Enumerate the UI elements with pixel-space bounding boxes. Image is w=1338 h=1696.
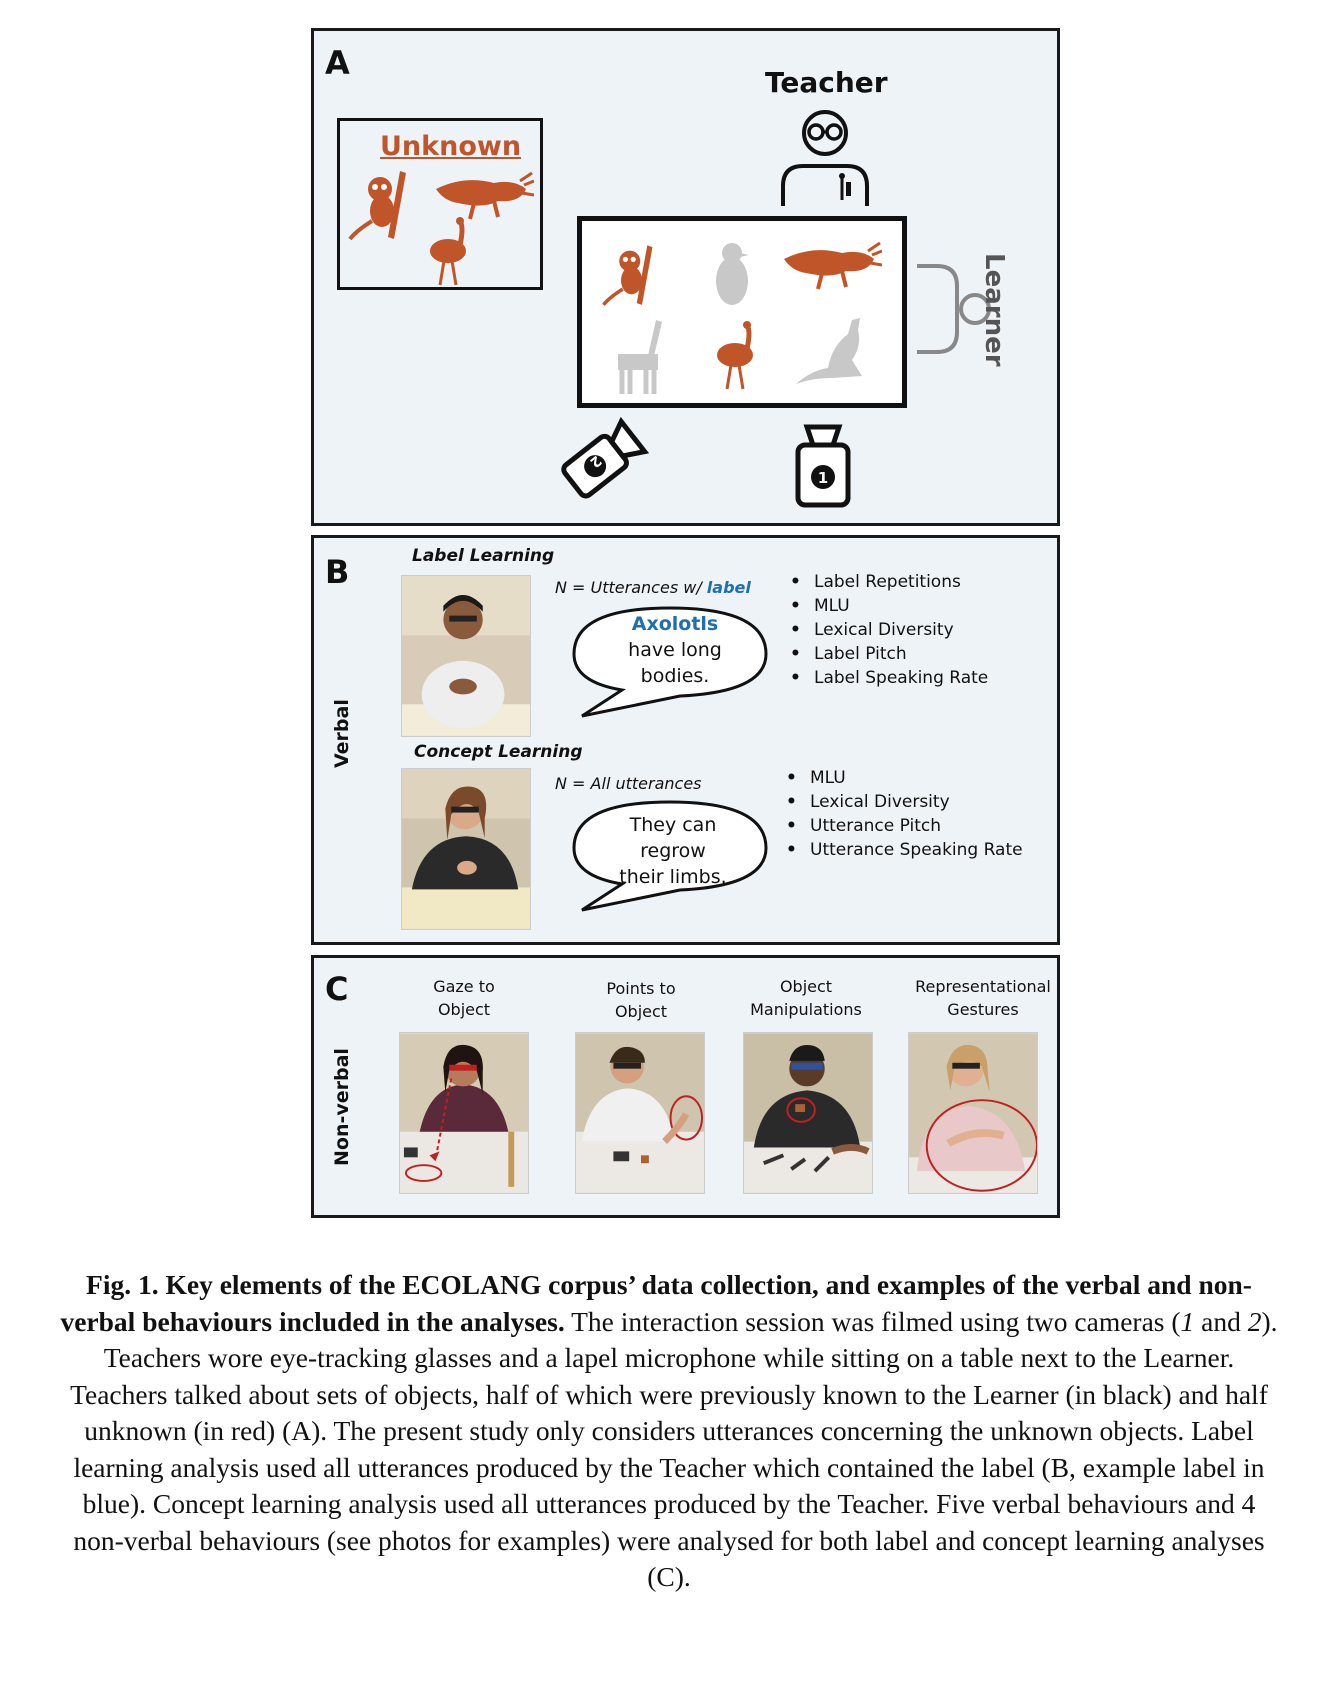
- label-highlight: label: [706, 578, 751, 597]
- unknown-label: Unknown: [380, 131, 522, 162]
- concept-measures-list: MLU Lexical Diversity Utterance Pitch Ut…: [786, 766, 1023, 862]
- caption-text-2: and: [1194, 1305, 1248, 1337]
- teacher-photo-label-learning: [401, 575, 531, 737]
- list-item: Lexical Diversity: [786, 790, 1023, 814]
- caption-cam1: 1: [1180, 1305, 1195, 1337]
- behaviour-line2: Gestures: [947, 1000, 1019, 1019]
- list-item: Label Pitch: [790, 642, 988, 666]
- verbal-side-label: Verbal: [331, 699, 353, 768]
- camera-icon: 1: [795, 424, 851, 508]
- bubble-concept-text: They can regrow their limbs.: [588, 812, 758, 890]
- photo-representational-gestures: [908, 1032, 1038, 1194]
- kangaroo-icon: [796, 318, 862, 384]
- bubble-label-line3: bodies.: [640, 665, 710, 687]
- learner-label: Learner: [979, 253, 1009, 367]
- tarsier-icon: [348, 171, 406, 241]
- list-item: Label Repetitions: [790, 570, 988, 594]
- behaviour-title-manipulations: Object Manipulations: [726, 975, 886, 1021]
- concept-learning-title: Concept Learning: [414, 742, 583, 762]
- list-item: MLU: [786, 766, 1023, 790]
- axolotl-icon: [436, 171, 534, 220]
- panel-a-label: A: [325, 44, 350, 82]
- list-item: Utterance Speaking Rate: [786, 838, 1023, 862]
- panel-c-label: C: [325, 970, 349, 1008]
- list-item: Utterance Pitch: [786, 814, 1023, 838]
- penguin-icon: [716, 243, 749, 305]
- tarsier-icon: [602, 245, 653, 306]
- label-measures-list: Label Repetitions MLU Lexical Diversity …: [790, 570, 988, 690]
- learner-icon: [917, 264, 991, 354]
- caption-cam2: 2: [1247, 1305, 1262, 1337]
- list-item: Label Speaking Rate: [790, 666, 988, 690]
- bubble-concept-line1: They can: [629, 814, 717, 836]
- behaviour-line1: Points to: [606, 979, 676, 998]
- photo-points-to-object: [575, 1032, 705, 1194]
- behaviour-title-gestures: Representational Gestures: [893, 975, 1073, 1021]
- unknown-objects-box: Unknown: [337, 118, 543, 290]
- teacher-icon: [781, 110, 869, 206]
- bubble-concept-line2: regrow: [640, 840, 706, 862]
- bubble-label-word: Axolotls: [631, 613, 719, 635]
- list-item: MLU: [790, 594, 988, 618]
- behaviour-title-points: Points to Object: [561, 977, 721, 1023]
- teacher-photo-concept-learning: [401, 768, 531, 930]
- emu-icon: [430, 217, 466, 286]
- teacher-label: Teacher: [765, 66, 888, 99]
- list-item: Lexical Diversity: [790, 618, 988, 642]
- caption-text-3: ). Teachers wore eye-tracking glasses an…: [70, 1305, 1278, 1593]
- behaviour-line2: Object: [437, 1000, 491, 1019]
- panel-b-label: B: [325, 553, 350, 591]
- concept-learning-n: N = All utterances: [555, 774, 702, 793]
- behaviour-line1: Object: [779, 977, 833, 996]
- behaviour-line1: Gaze to: [433, 977, 495, 996]
- label-learning-n: N = Utterances w/ label: [555, 578, 751, 597]
- photo-object-manipulations: [743, 1032, 873, 1194]
- camera-1-number: 1: [818, 469, 828, 487]
- photo-gaze-to-object: [399, 1032, 529, 1194]
- speech-bubble-label: [572, 606, 768, 718]
- camera-icon: 2: [561, 416, 650, 499]
- giraffe-icon: [618, 320, 662, 394]
- axolotl-icon: [784, 241, 882, 290]
- behaviour-title-gaze: Gaze to Object: [384, 975, 544, 1021]
- bubble-concept-line3: their limbs.: [619, 866, 727, 888]
- non-verbal-side-label: Non-verbal: [331, 1048, 353, 1166]
- object-screen: [577, 216, 907, 408]
- behaviour-line2: Manipulations: [750, 1000, 862, 1019]
- label-learning-title: Label Learning: [412, 546, 555, 566]
- figure-caption: Fig. 1. Key elements of the ECOLANG corp…: [60, 1267, 1278, 1596]
- caption-text-1: The interaction session was filmed using…: [564, 1305, 1181, 1337]
- bubble-label-line2: have long: [628, 639, 722, 661]
- behaviour-line2: Object: [614, 1002, 668, 1021]
- speech-bubble-concept: [572, 800, 768, 912]
- emu-icon: [717, 321, 753, 390]
- caption-title: Fig. 1. Key elements of the ECOLANG corp…: [60, 1269, 1252, 1337]
- bubble-label-text: Axolotls have long bodies.: [590, 611, 760, 689]
- behaviour-line1: Representational: [915, 977, 1051, 996]
